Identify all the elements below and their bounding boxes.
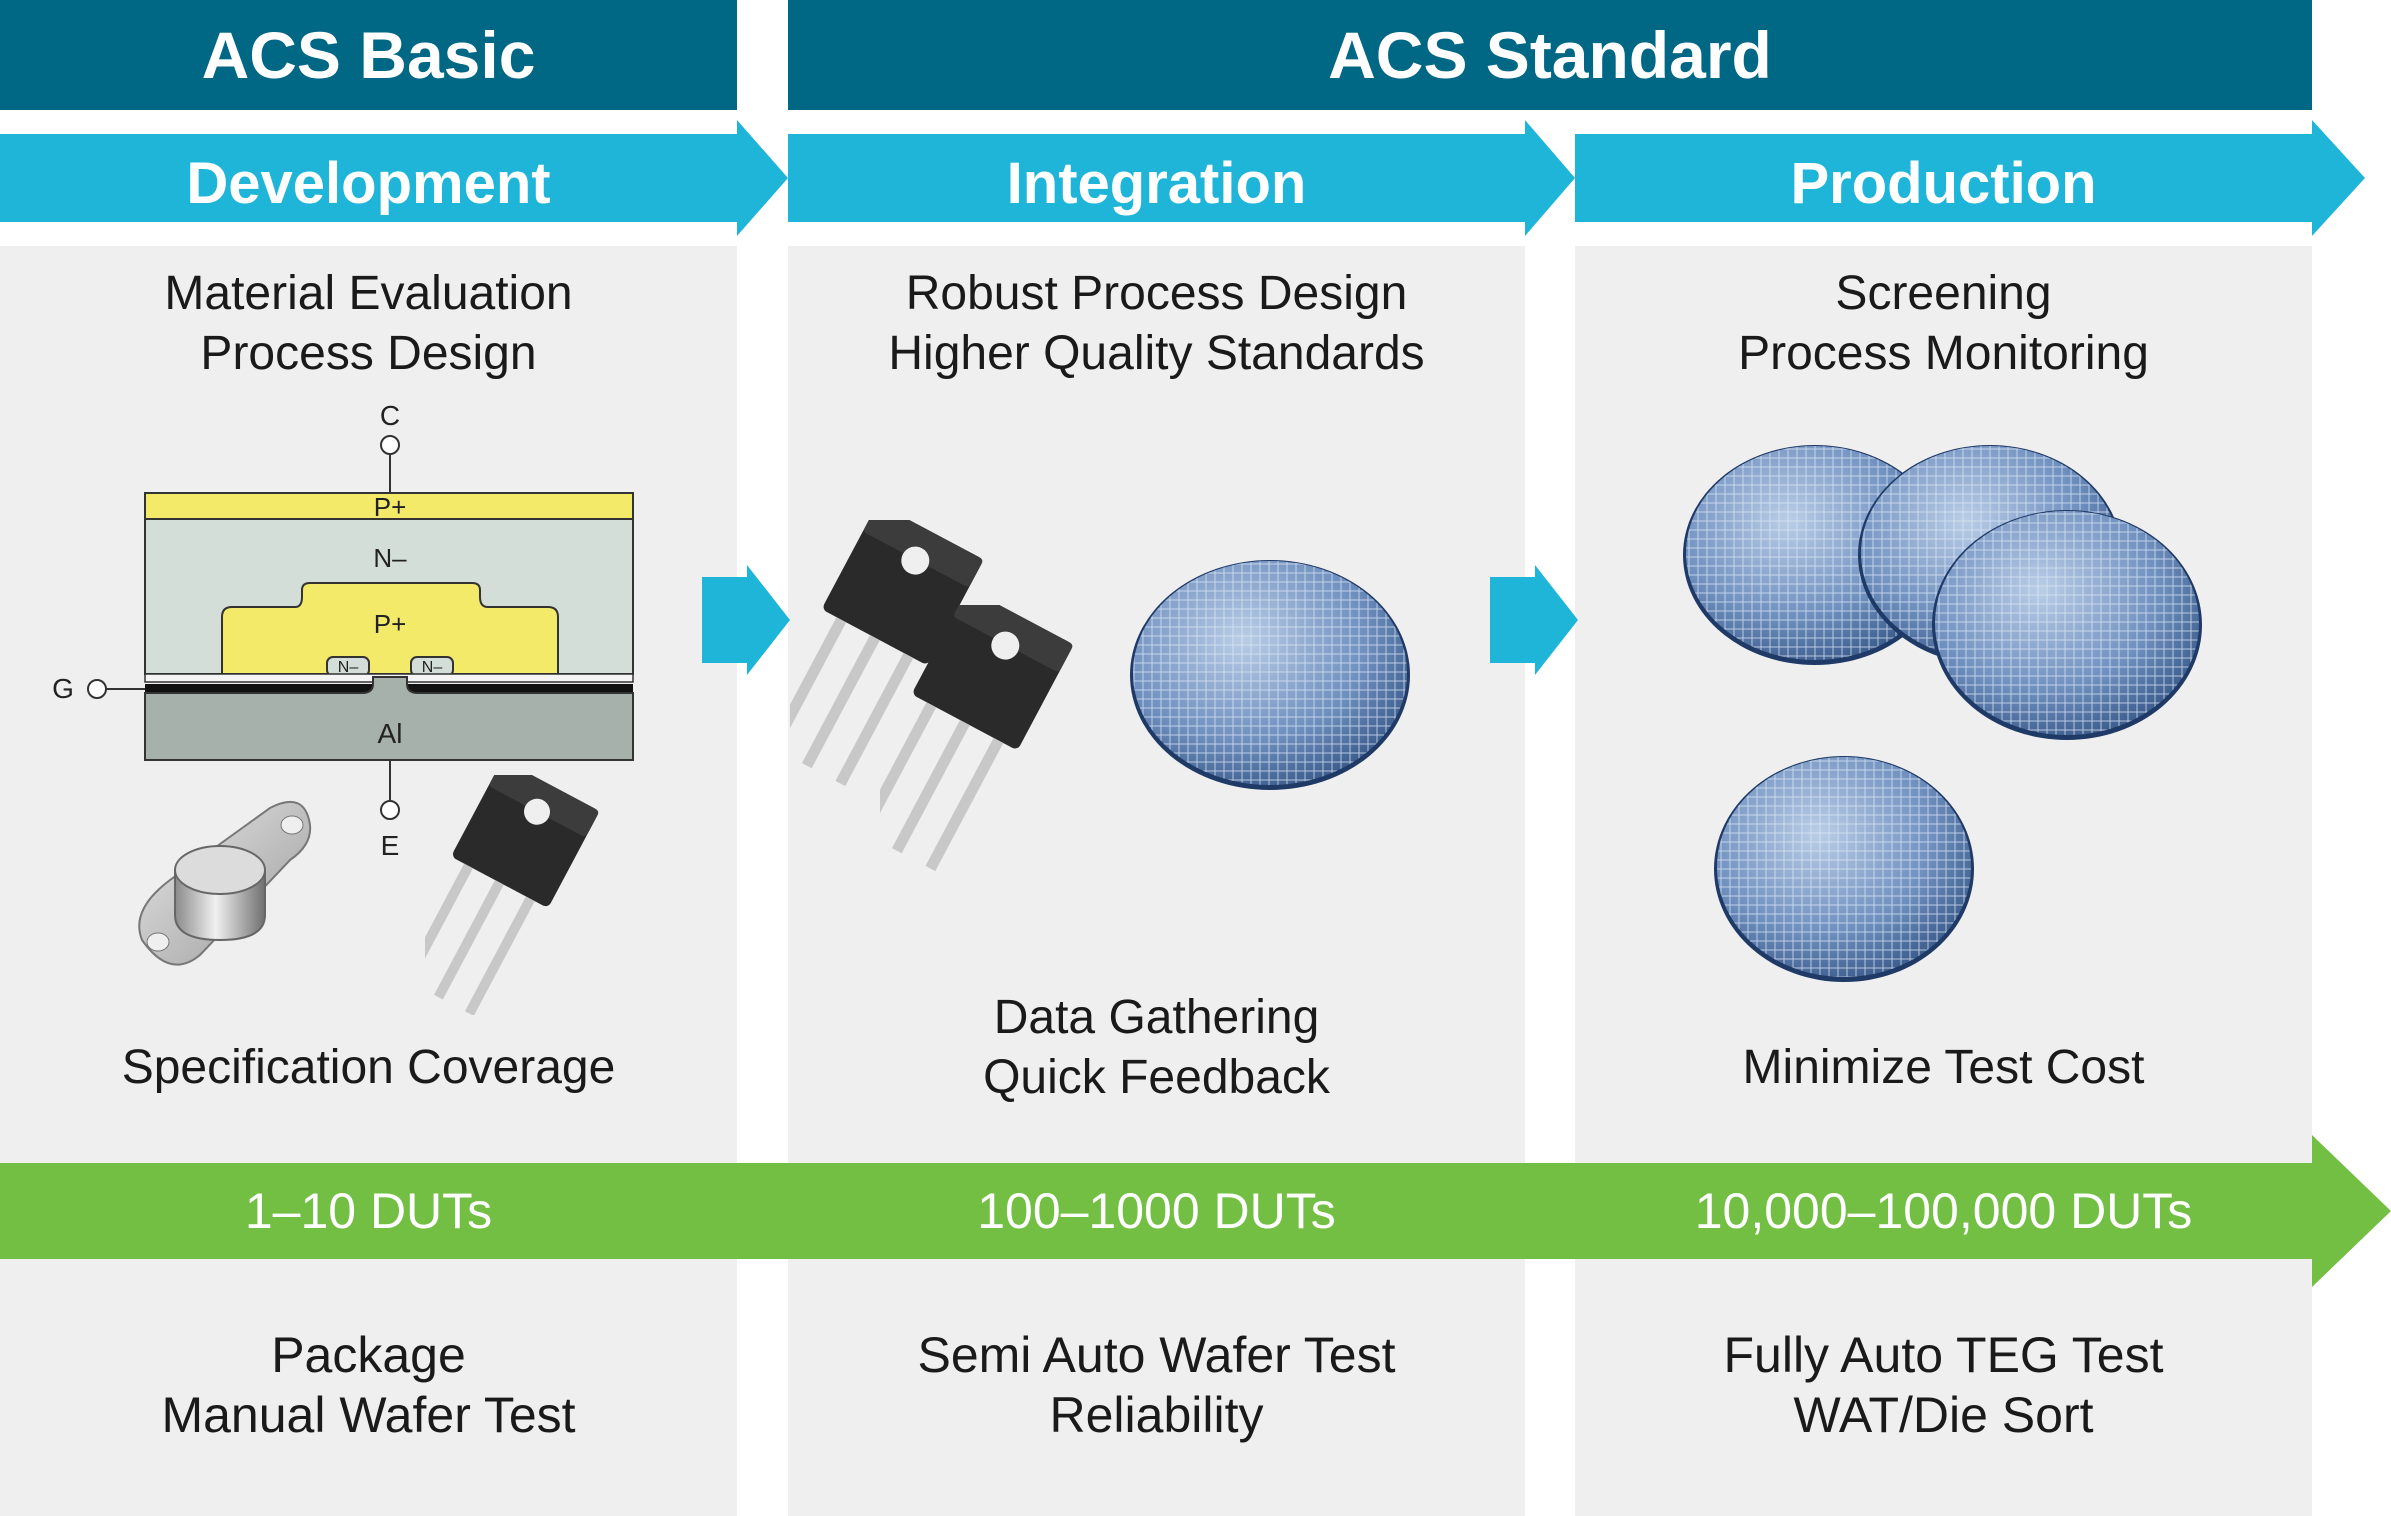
terminal-c-label: C — [380, 400, 400, 431]
description-line: Screening — [1835, 267, 2052, 320]
phase-label-development: Development — [186, 150, 551, 216]
terminal-e-label: E — [381, 830, 400, 861]
dut-count-production: 10,000–100,000 DUTs — [1694, 1183, 2193, 1239]
igbt-cross-section: C P+ N– P+ N– N– G Al E — [52, 400, 634, 861]
layer-n-right-label: N– — [422, 659, 443, 676]
transition-arrow — [1490, 565, 1578, 675]
note-line: Minimize Test Cost — [1742, 1041, 2145, 1094]
description-line: Material Evaluation — [164, 267, 573, 320]
to247-package-image — [425, 775, 599, 1015]
integration-panel — [788, 246, 1525, 1516]
development-panel — [0, 246, 737, 1516]
layer-n-label: N– — [373, 543, 407, 573]
test-line: Fully Auto TEG Test — [1723, 1327, 2164, 1383]
to247-package-image — [790, 520, 983, 787]
wafer-image — [1932, 510, 2202, 740]
integration-tests: Semi Auto Wafer Test Reliability — [788, 1325, 1525, 1445]
development-arrow — [0, 120, 788, 236]
test-line: WAT/Die Sort — [1793, 1387, 2094, 1443]
wafer-image — [1130, 560, 1410, 790]
layer-p-top-label: P+ — [374, 492, 407, 522]
terminal-g — [87, 679, 107, 699]
layer-al-label: Al — [378, 718, 403, 749]
development-note: Specification Coverage — [0, 1038, 737, 1098]
description-line: Robust Process Design — [905, 267, 1408, 320]
layer-n-left-label: N– — [338, 659, 359, 676]
wafer-image — [1714, 756, 1974, 982]
production-tests: Fully Auto TEG Test WAT/Die Sort — [1575, 1325, 2312, 1445]
description-line: Higher Quality Standards — [888, 327, 1425, 380]
terminal-g-label: G — [52, 673, 74, 704]
transition-arrow — [702, 565, 790, 675]
dut-count-development: 1–10 DUTs — [244, 1183, 493, 1239]
description-line: Process Monitoring — [1738, 327, 2149, 380]
terminal-c — [380, 435, 400, 455]
note-line: Data Gathering — [993, 991, 1320, 1044]
to3-package-image — [138, 800, 312, 966]
phase-arrows — [0, 120, 2365, 236]
terminal-e — [380, 800, 400, 820]
phase-label-integration: Integration — [1006, 150, 1307, 216]
production-description: Screening Process Monitoring — [1575, 264, 2312, 384]
acs-basic-header: ACS Basic — [0, 0, 737, 110]
to247-package-image — [880, 605, 1073, 872]
production-arrow — [1575, 120, 2365, 236]
integration-description: Robust Process Design Higher Quality Sta… — [788, 264, 1525, 384]
description-line: Process Design — [200, 327, 537, 380]
dut-arrow — [0, 1135, 2391, 1287]
test-line: Semi Auto Wafer Test — [917, 1327, 1396, 1383]
layer-p-well-label: P+ — [374, 609, 407, 639]
note-line: Quick Feedback — [983, 1051, 1330, 1104]
development-tests: Package Manual Wafer Test — [0, 1325, 737, 1445]
note-line: Specification Coverage — [121, 1041, 616, 1094]
phase-label-production: Production — [1790, 150, 2097, 216]
test-line: Package — [271, 1327, 466, 1383]
test-line: Reliability — [1049, 1387, 1264, 1443]
integration-arrow — [788, 120, 1575, 236]
production-note: Minimize Test Cost — [1575, 1038, 2312, 1098]
acs-standard-header: ACS Standard — [788, 0, 2312, 110]
test-line: Manual Wafer Test — [161, 1387, 576, 1443]
dut-count-integration: 100–1000 DUTs — [977, 1183, 1336, 1239]
integration-note: Data Gathering Quick Feedback — [788, 988, 1525, 1108]
development-description: Material Evaluation Process Design — [0, 264, 737, 384]
